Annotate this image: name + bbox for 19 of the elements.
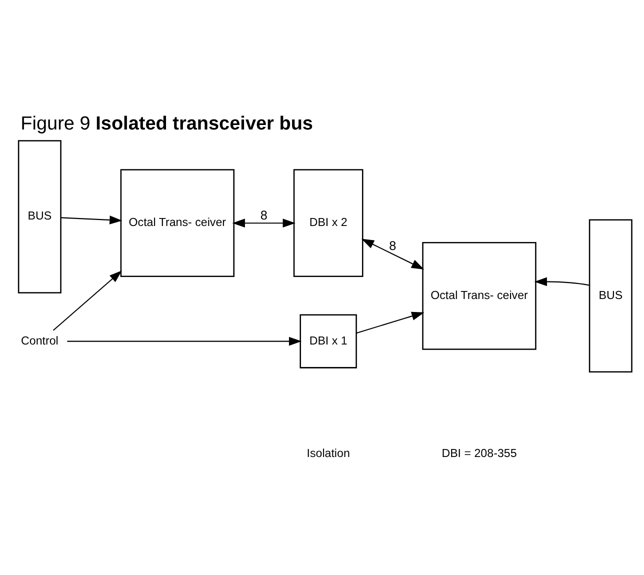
node-box: BUS (18, 140, 62, 293)
arrow (61, 215, 122, 224)
node-box: Octal Trans- ceiver (120, 168, 234, 277)
arrow (534, 276, 590, 286)
node-box: Octal Trans- ceiver (422, 241, 536, 350)
arrow (356, 311, 424, 334)
edge-label: 8 (260, 208, 268, 222)
edge-label: 8 (389, 238, 396, 253)
arrow (232, 218, 296, 228)
arrow (52, 270, 122, 330)
node-box: DBI x 2 (293, 168, 364, 277)
node-box: DBI x 1 (300, 314, 357, 368)
label: DBI = 208-355 (442, 446, 517, 460)
arrow (67, 336, 302, 346)
arrow (361, 238, 424, 269)
node-text: Control (20, 334, 58, 347)
label: Isolation (306, 446, 350, 460)
diagram-title: Figure 9 Isolated transceiver bus (20, 113, 313, 134)
node-box: BUS (588, 218, 632, 372)
